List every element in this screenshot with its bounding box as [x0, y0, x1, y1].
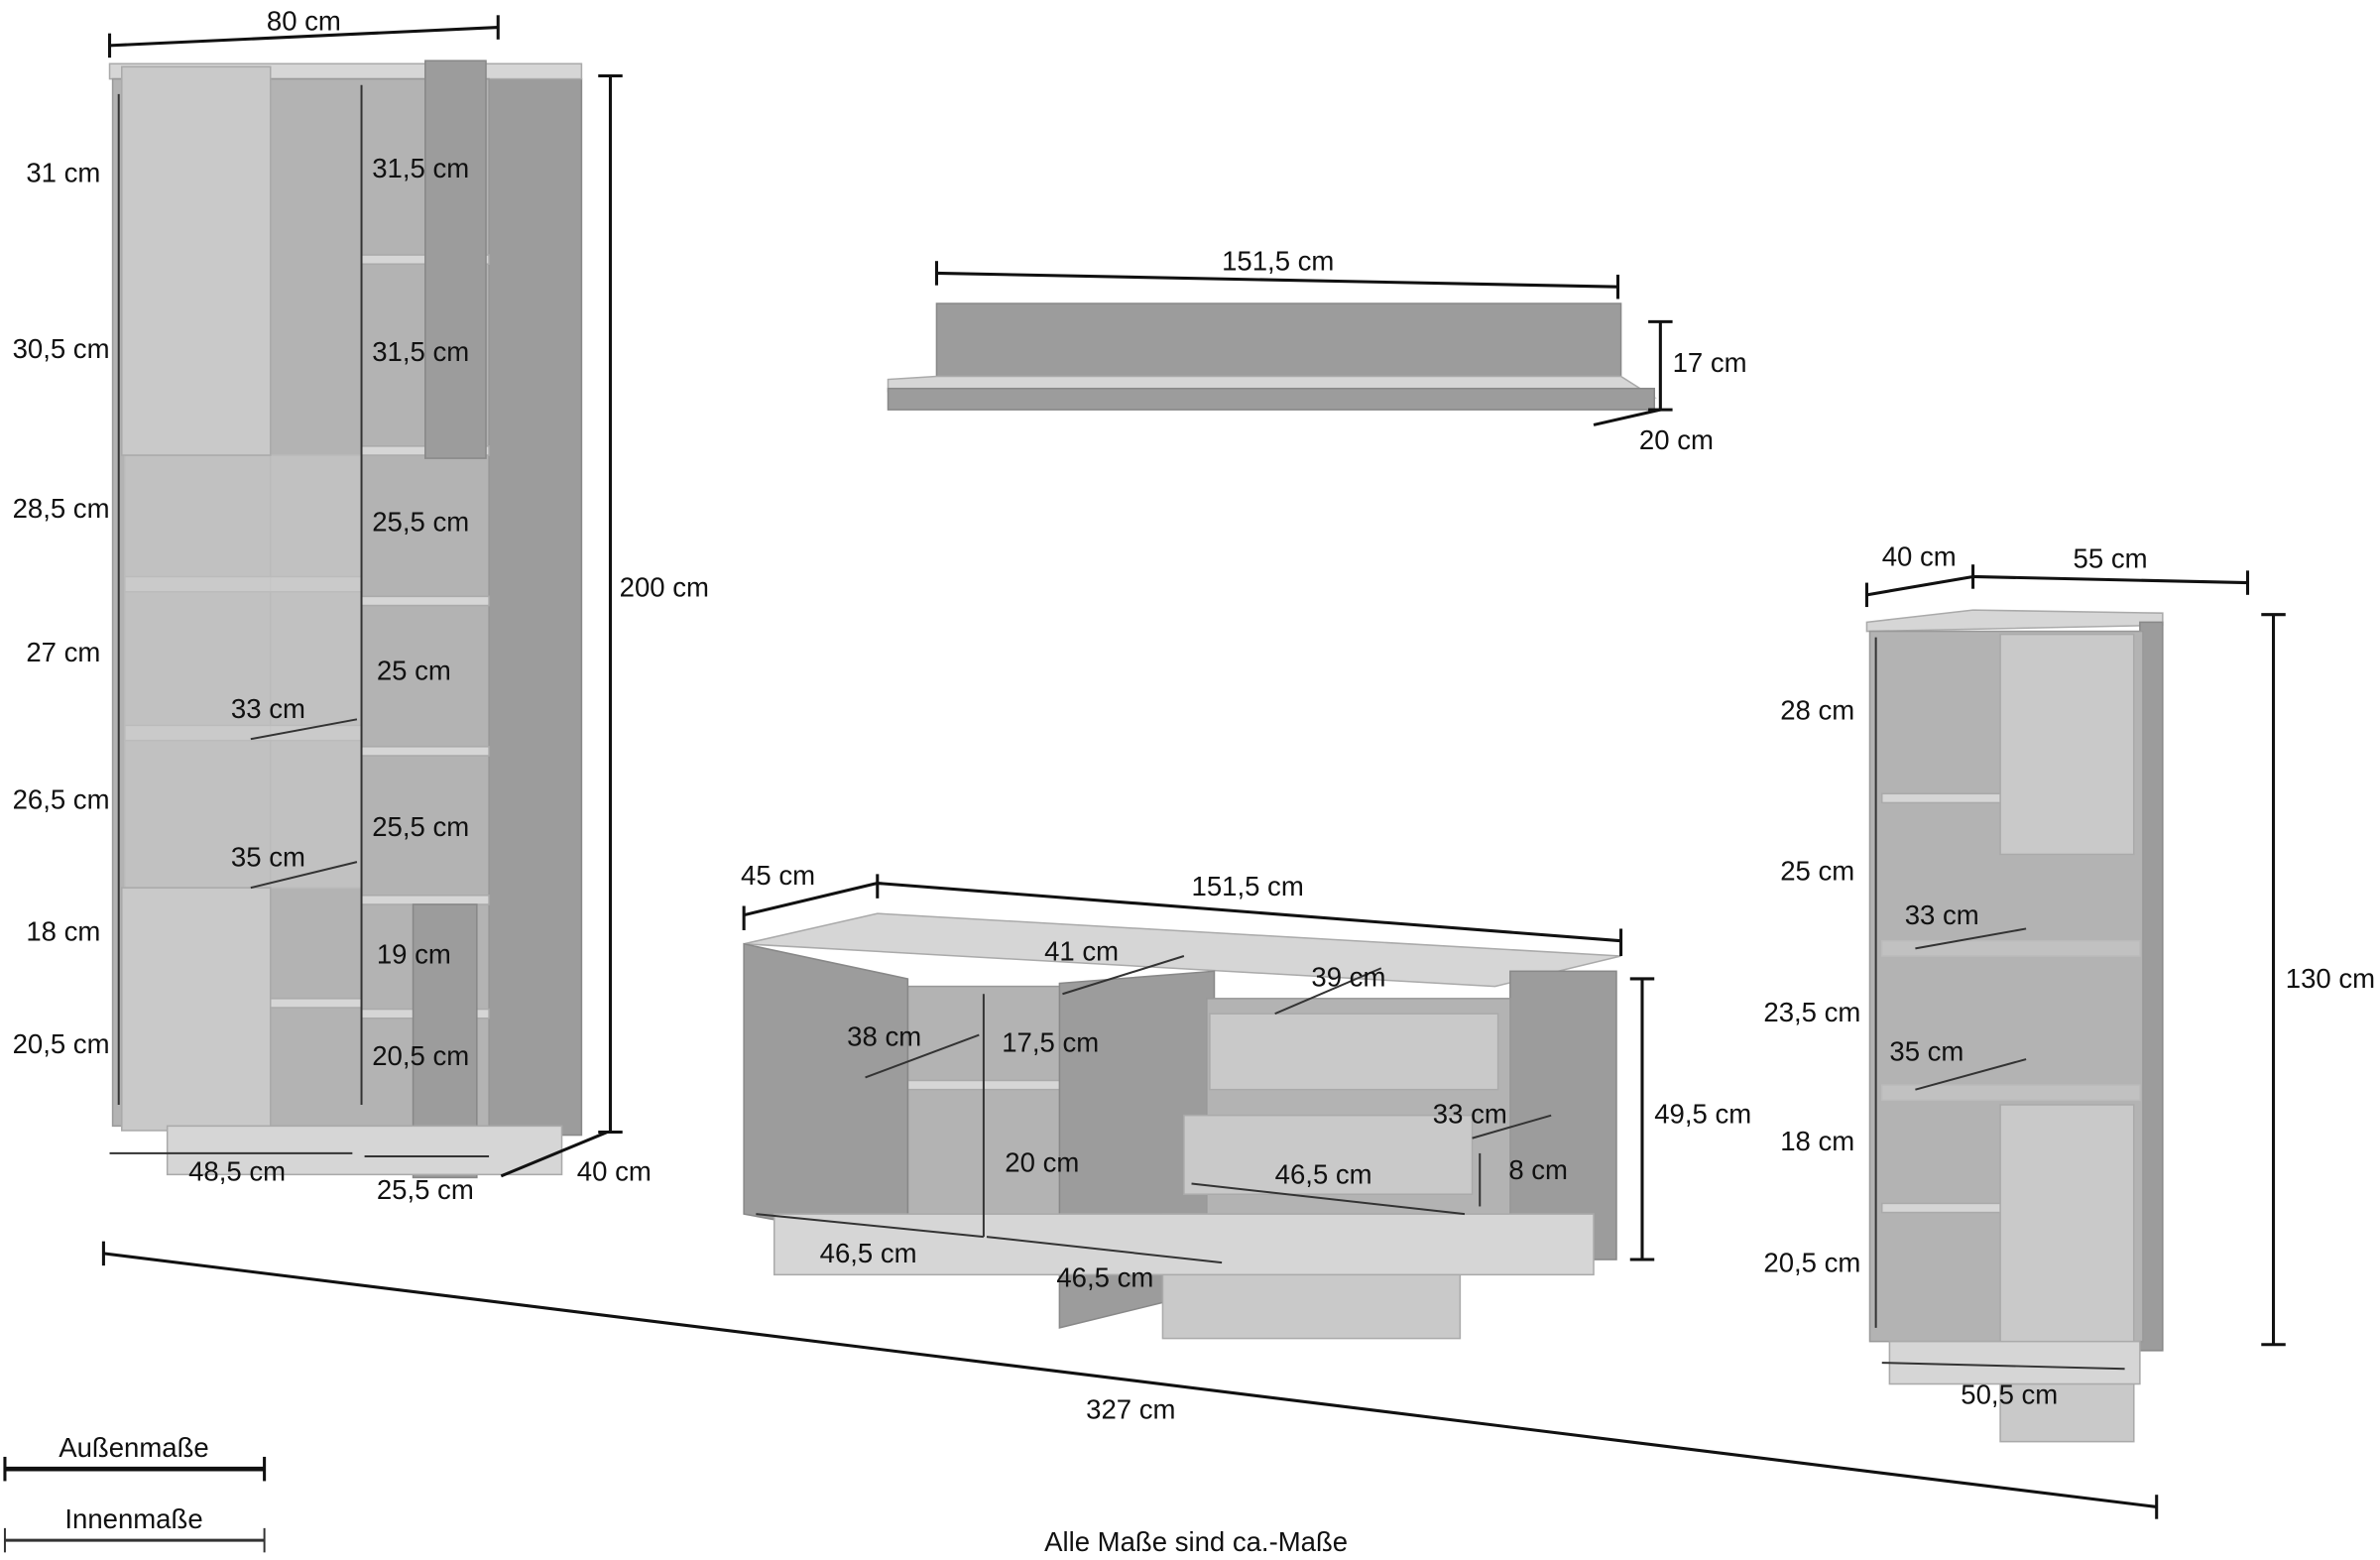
wall-shelf: 151,5 cm 17 cm 20 cm — [887, 245, 1747, 455]
inner-width-label: 25,5 cm — [377, 1174, 474, 1205]
upper-left-door — [121, 65, 272, 456]
compartment-label: 31,5 cm — [372, 153, 469, 183]
compartment-label: 25,5 cm — [372, 811, 469, 842]
compartment-label: 28,5 cm — [13, 493, 110, 524]
width-label: 55 cm — [2074, 542, 2148, 573]
compartment-label: 19 cm — [377, 939, 451, 970]
height-label: 17 cm — [1673, 347, 1747, 378]
inner-label: 17,5 cm — [1002, 1026, 1099, 1057]
drawer-top — [1209, 1013, 1499, 1091]
shelf-depth-label: 35 cm — [1889, 1036, 1964, 1067]
width-label: 151,5 cm — [1222, 245, 1334, 276]
compartment-label: 25,5 cm — [372, 507, 469, 538]
total-width-label: 327 cm — [1086, 1394, 1175, 1425]
height-label: 49,5 cm — [1654, 1098, 1751, 1129]
total-width-dimension: 327 cm — [101, 1241, 2159, 1519]
compartment-label: 18 cm — [1780, 1126, 1854, 1156]
inner-label: 46,5 cm — [820, 1238, 917, 1268]
height-label: 130 cm — [2286, 963, 2375, 994]
compartment-label: 25 cm — [1780, 855, 1854, 886]
compartment-label: 26,5 cm — [13, 784, 110, 815]
legend-outer-line — [3, 1456, 267, 1482]
compartment-label: 25 cm — [377, 656, 451, 686]
inner-label: 33 cm — [1433, 1098, 1507, 1129]
depth-label: 45 cm — [741, 860, 815, 891]
shelf-depth-label: 33 cm — [1905, 900, 1979, 930]
depth-label: 20 cm — [1639, 424, 1714, 455]
lower-left-door — [121, 887, 272, 1132]
compartment-label: 18 cm — [26, 916, 100, 947]
side-panel — [488, 77, 583, 1137]
inner-label: 20 cm — [1005, 1146, 1079, 1177]
width-label: 80 cm — [267, 6, 341, 37]
inner-label: 46,5 cm — [1056, 1262, 1153, 1293]
inner-dimension-lines — [109, 84, 490, 1157]
upper-door — [1999, 633, 2135, 856]
compartment-label: 20,5 cm — [13, 1028, 110, 1059]
depth-label: 40 cm — [577, 1155, 652, 1186]
tall-cabinet: 80 cm 200 cm 40 cm 31 cm 30,5 cm 28,5 cm… — [13, 6, 709, 1205]
height-label: 200 cm — [620, 571, 709, 602]
compartment-label: 30,5 cm — [13, 333, 110, 364]
compartment-label: 28 cm — [1780, 694, 1854, 725]
compartment-label: 20,5 cm — [1763, 1247, 1860, 1277]
footnote: Alle Maße sind ca.-Maße — [1044, 1526, 1348, 1557]
inner-label: 39 cm — [1311, 962, 1385, 993]
sideboard: 45 cm 151,5 cm 49,5 cm 41 cm 39 cm 38 cm… — [741, 860, 1751, 1340]
legend: Außenmaße Innenmaße — [3, 1432, 267, 1553]
upper-right-door — [424, 60, 487, 459]
legend-inner-line — [3, 1527, 266, 1553]
legend-outer-label: Außenmaße — [59, 1432, 209, 1463]
drawer-middle — [1183, 1114, 1474, 1195]
compartment-label: 31,5 cm — [372, 336, 469, 367]
inner-label: 41 cm — [1044, 936, 1119, 967]
small-cabinet: 40 cm 55 cm 130 cm 28 cm 25 cm 23,5 cm 1… — [1763, 541, 2375, 1443]
compartment-label: 20,5 cm — [372, 1040, 469, 1071]
inner-width-label: 48,5 cm — [188, 1155, 286, 1186]
inner-width-label: 50,5 cm — [1961, 1379, 2058, 1409]
compartment-label: 23,5 cm — [1763, 997, 1860, 1027]
inner-label: 38 cm — [847, 1020, 921, 1051]
legend-inner-label: Innenmaße — [64, 1503, 202, 1534]
dimension-lines — [107, 15, 623, 1178]
inner-label: 46,5 cm — [1275, 1159, 1372, 1190]
shelf-depth-label: 33 cm — [231, 693, 305, 724]
depth-label: 40 cm — [1882, 541, 1957, 572]
inner-label: 8 cm — [1508, 1154, 1568, 1185]
width-label: 151,5 cm — [1192, 871, 1304, 901]
shelf-depth-label: 35 cm — [231, 842, 305, 873]
compartment-label: 31 cm — [26, 158, 100, 188]
compartment-label: 27 cm — [26, 637, 100, 667]
lower-door — [1999, 1104, 2135, 1443]
